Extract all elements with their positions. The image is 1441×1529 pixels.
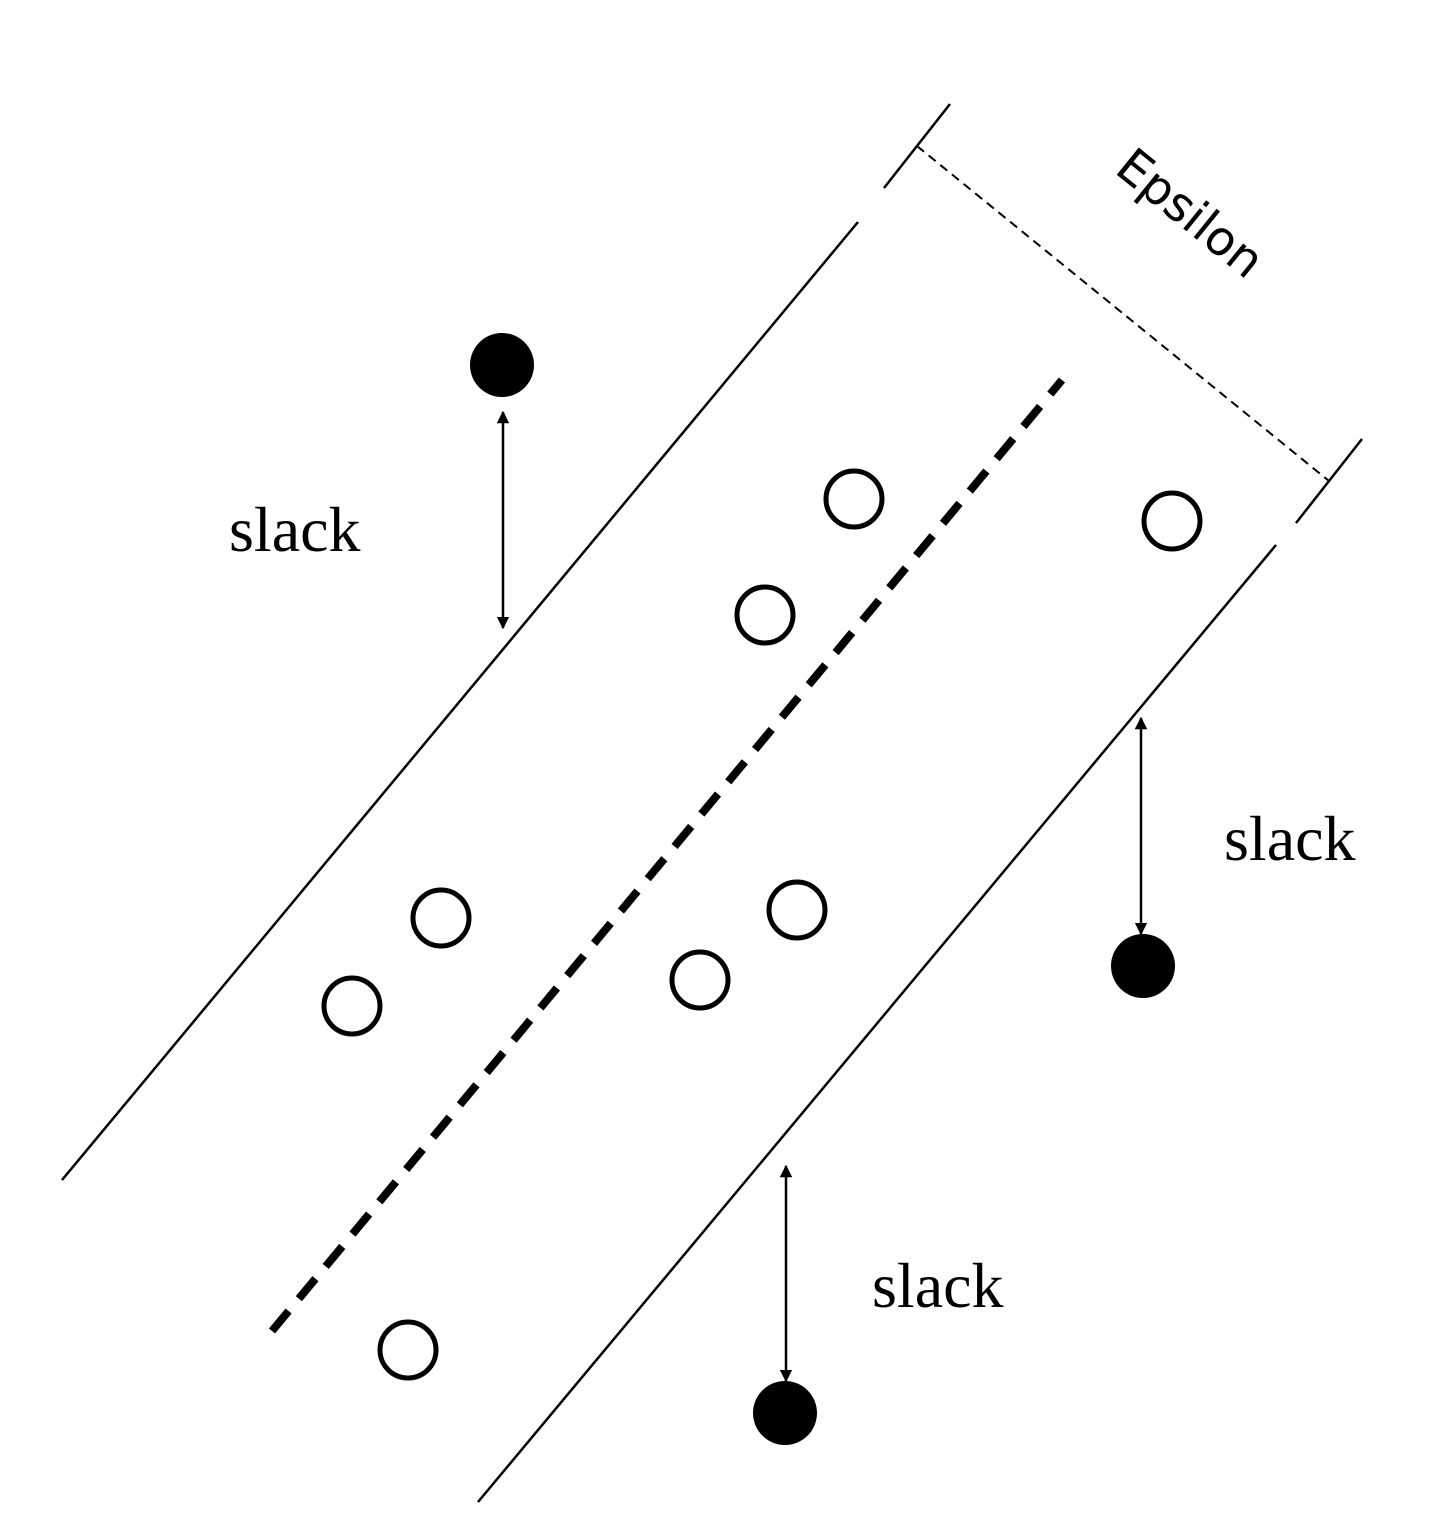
slack-label-right: slack xyxy=(1224,803,1356,874)
inside-point xyxy=(321,975,383,1037)
inside-point xyxy=(823,468,885,530)
outside-point xyxy=(470,333,534,397)
regression-line xyxy=(268,377,1066,1334)
upper-margin-line xyxy=(61,221,859,1181)
inside-point xyxy=(734,584,796,646)
inside-point xyxy=(1141,490,1203,552)
outside-point xyxy=(753,1381,817,1445)
slack-label-top-left: slack xyxy=(229,494,361,565)
outside-point xyxy=(1111,934,1175,998)
inside-point xyxy=(377,1319,439,1381)
inside-point xyxy=(410,887,472,949)
slack-label-bottom: slack xyxy=(872,1250,1004,1321)
inside-point xyxy=(766,879,828,941)
epsilon-dimension-line xyxy=(916,145,1330,482)
lower-margin-line xyxy=(477,544,1277,1503)
epsilon-label: Epsilon xyxy=(1106,138,1275,290)
inside-point xyxy=(669,949,731,1011)
